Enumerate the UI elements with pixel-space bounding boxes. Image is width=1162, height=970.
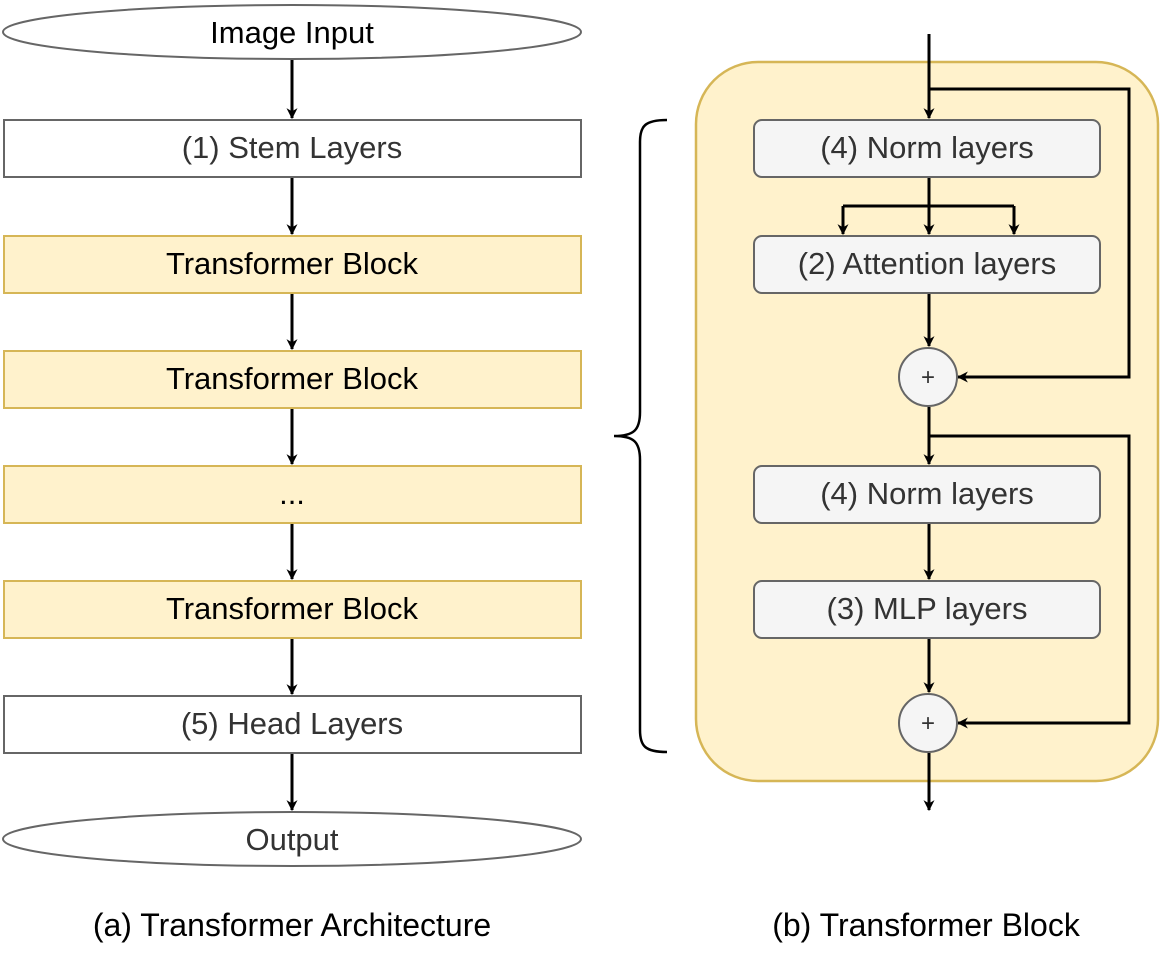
architecture-caption: (a) Transformer Architecture	[93, 907, 491, 943]
transformer-block-label: Transformer Block	[166, 591, 419, 626]
stem-layers-node: (1) Stem Layers	[3, 119, 582, 178]
add-node: +	[898, 347, 958, 407]
ellipsis-block-node: ...	[3, 465, 582, 524]
image-input-label: Image Input	[210, 15, 374, 50]
architecture-panel: Image Input (1) Stem Layers Transformer …	[2, 4, 582, 943]
norm-layers-node: (4) Norm layers	[753, 119, 1101, 178]
mlp-layers-label: (3) MLP layers	[827, 591, 1028, 626]
norm-layers-label: (4) Norm layers	[820, 130, 1034, 165]
residual-skip-2	[929, 434, 1131, 729]
norm-layers-node: (4) Norm layers	[753, 465, 1101, 524]
block-caption: (b) Transformer Block	[772, 907, 1081, 943]
transformer-block-node: Transformer Block	[3, 350, 582, 409]
transformer-block-node: Transformer Block	[3, 235, 582, 294]
norm-layers-label: (4) Norm layers	[820, 476, 1034, 511]
head-layers-node: (5) Head Layers	[3, 695, 582, 754]
add-node: +	[898, 693, 958, 753]
ellipsis-block-label: ...	[279, 476, 305, 511]
stem-layers-label: (1) Stem Layers	[182, 130, 403, 165]
head-layers-label: (5) Head Layers	[181, 706, 403, 741]
attention-layers-label: (2) Attention layers	[798, 246, 1056, 281]
transformer-block-label: Transformer Block	[166, 361, 419, 396]
output-node: Output	[2, 811, 582, 867]
attention-layers-node: (2) Attention layers	[753, 235, 1101, 294]
add-symbol: +	[921, 364, 935, 391]
output-label: Output	[245, 822, 338, 857]
residual-skip-1	[929, 87, 1131, 383]
curly-brace	[613, 118, 668, 754]
block-connectors	[837, 34, 1131, 812]
block-panel: (4) Norm layers (2) Attention layers + (…	[694, 34, 1160, 943]
image-input-node: Image Input	[2, 4, 582, 60]
add-symbol: +	[921, 710, 935, 737]
mlp-layers-node: (3) MLP layers	[753, 580, 1101, 639]
transformer-block-node: Transformer Block	[3, 580, 582, 639]
transformer-block-label: Transformer Block	[166, 246, 419, 281]
